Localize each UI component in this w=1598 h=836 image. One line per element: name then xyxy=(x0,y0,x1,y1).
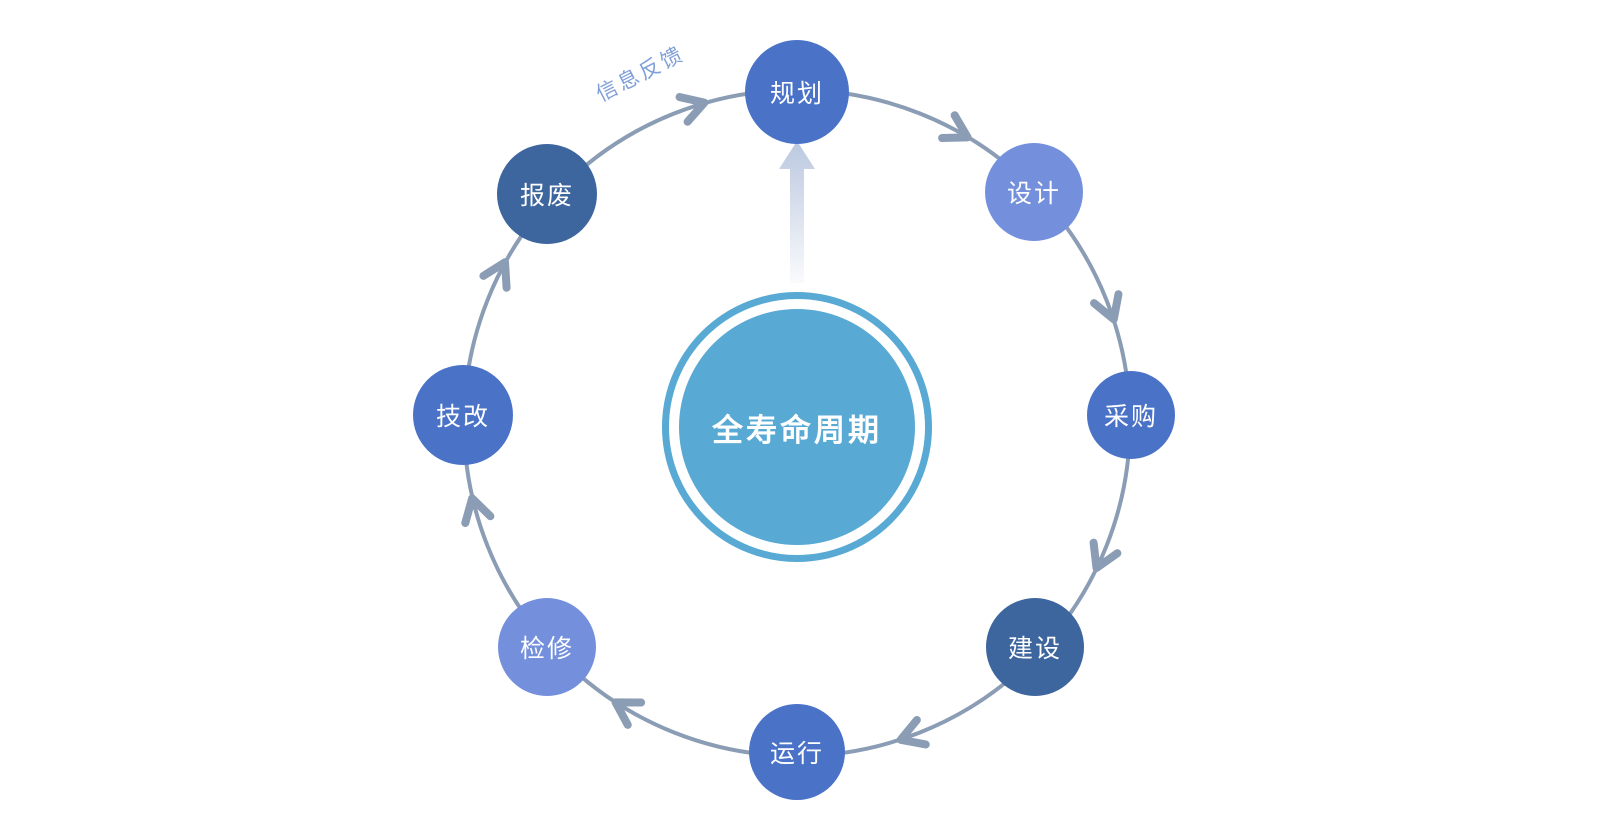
flow-arrowhead-2 xyxy=(1090,290,1123,324)
flow-arrowhead-3 xyxy=(1089,538,1122,573)
center-up-arrow xyxy=(779,141,815,283)
stage-node-tech-upgrade: 技改 xyxy=(413,365,513,465)
flow-arrowhead-6 xyxy=(461,494,495,527)
flow-arrowhead-4 xyxy=(896,716,930,749)
center-circle: 全寿命周期 xyxy=(662,292,932,562)
stage-node-decommission: 报废 xyxy=(497,144,597,244)
flow-arrowhead-8 xyxy=(675,93,709,126)
stage-node-operation: 运行 xyxy=(749,704,845,800)
stage-node-design: 设计 xyxy=(985,143,1083,241)
stage-node-construction: 建设 xyxy=(986,598,1084,696)
stage-node-procurement: 采购 xyxy=(1087,371,1175,459)
stage-node-maintenance: 检修 xyxy=(498,598,596,696)
flow-arrowhead-1 xyxy=(938,111,972,143)
flow-arrowhead-5 xyxy=(611,698,646,729)
center-label: 全寿命周期 xyxy=(679,309,915,545)
flow-arrowhead-7 xyxy=(479,258,511,292)
stage-node-planning: 规划 xyxy=(745,40,849,144)
